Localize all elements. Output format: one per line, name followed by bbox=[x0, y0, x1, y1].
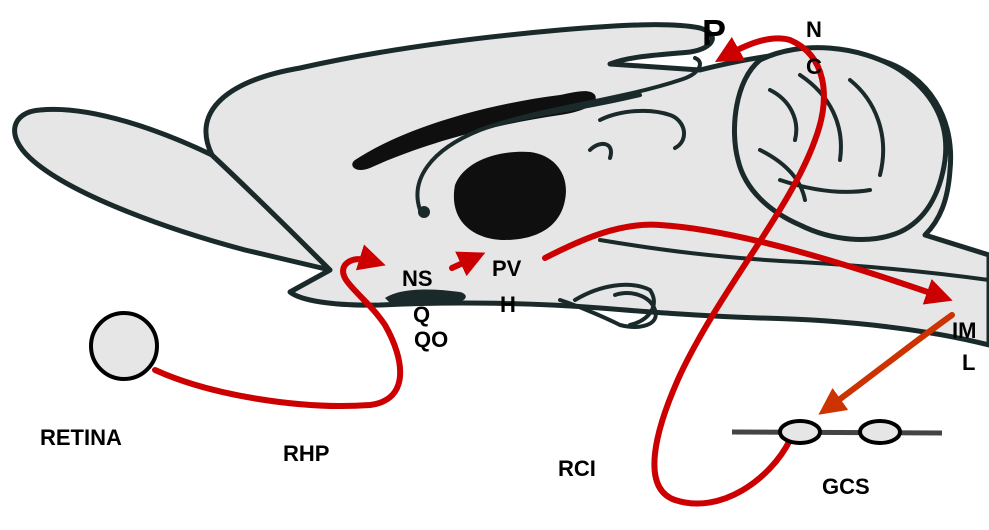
label-n: N bbox=[806, 17, 822, 42]
anterior-commissure bbox=[418, 206, 430, 218]
iml-to-gcs-arrow bbox=[825, 315, 952, 410]
label-retina: RETINA bbox=[40, 425, 122, 450]
label-pv: PV bbox=[492, 256, 522, 281]
label-p: P bbox=[702, 12, 726, 53]
label-qo: QO bbox=[414, 327, 448, 352]
label-rhp: RHP bbox=[283, 441, 329, 466]
ganglion-node-left bbox=[780, 421, 820, 443]
label-q: Q bbox=[413, 302, 430, 327]
ganglion-node-right bbox=[860, 421, 900, 443]
label-gcs: GCS bbox=[822, 474, 870, 499]
label-im: IM bbox=[952, 318, 976, 343]
ganglion-nerve-bar bbox=[732, 432, 942, 433]
label-h: H bbox=[500, 292, 516, 317]
retina-eye bbox=[91, 313, 157, 379]
label-rci: RCI bbox=[558, 456, 596, 481]
label-l: L bbox=[962, 350, 975, 375]
superior-cervical-ganglion bbox=[732, 421, 942, 443]
label-c: C bbox=[806, 54, 822, 79]
label-ns: NS bbox=[402, 266, 433, 291]
